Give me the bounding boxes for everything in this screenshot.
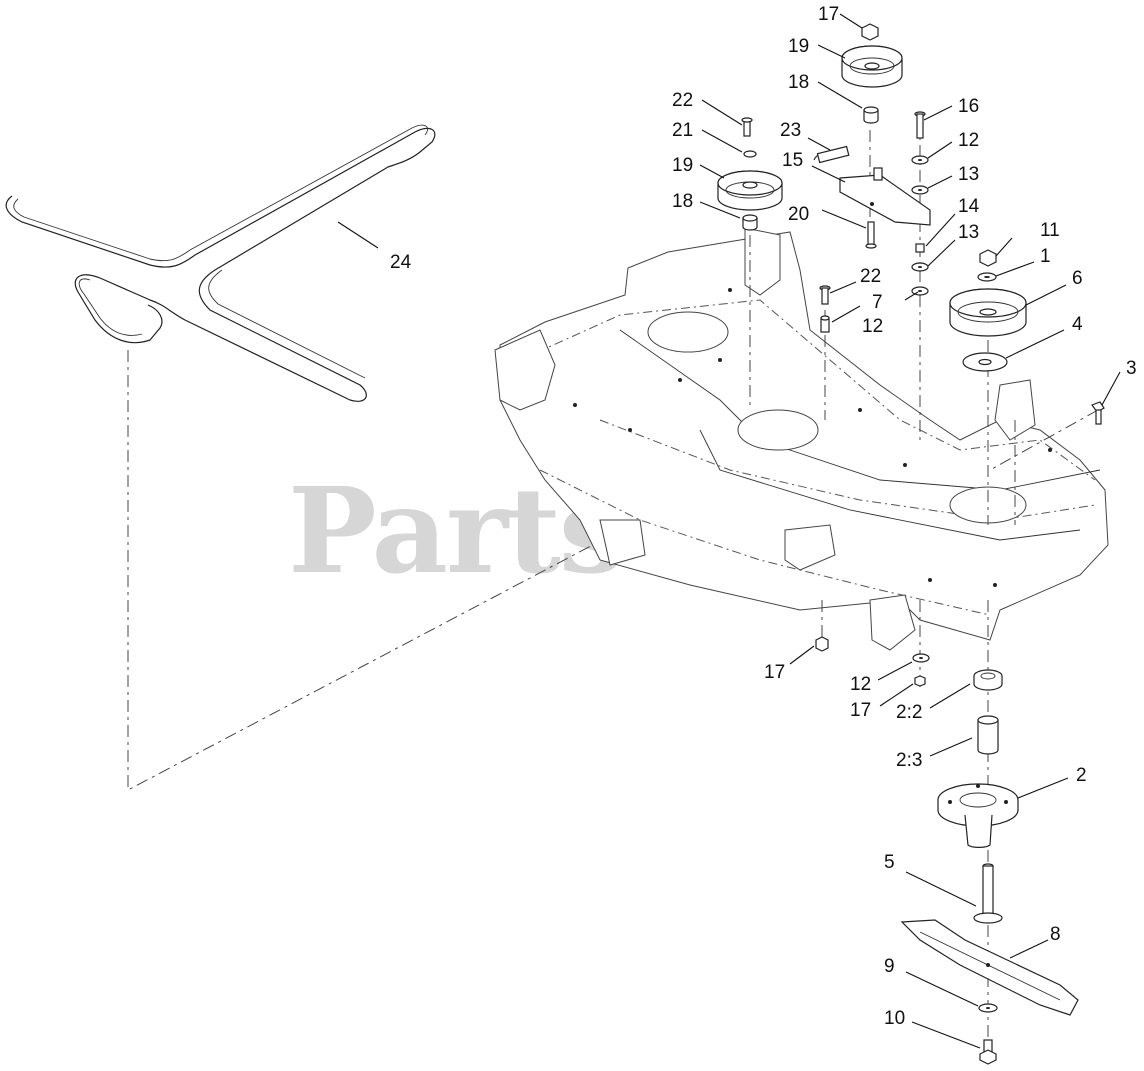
- callout-17-top: 17: [818, 4, 839, 25]
- washer-12-a[interactable]: [911, 155, 929, 165]
- callout-5: 5: [884, 852, 895, 873]
- callout-2-3: 2:3: [896, 750, 922, 771]
- callout-15: 15: [782, 150, 803, 171]
- spring-23[interactable]: [813, 145, 850, 164]
- callout-17-bottom: 17: [764, 662, 785, 683]
- callout-labels: 17 19 18 16 22 21 23 12 15 13 19 18 14 2…: [390, 4, 1137, 1029]
- callout-19-mid: 19: [672, 155, 693, 176]
- callout-18-top: 18: [788, 72, 809, 93]
- nut-11[interactable]: [979, 249, 997, 267]
- callout-12-c: 12: [850, 674, 871, 695]
- washer-9[interactable]: [978, 1003, 998, 1013]
- washer-12-c[interactable]: [912, 653, 930, 663]
- callout-2: 2: [1076, 765, 1087, 786]
- belt-24[interactable]: [5, 124, 436, 402]
- callout-14: 14: [958, 196, 980, 217]
- bearing-2-2[interactable]: [973, 669, 1003, 691]
- callout-6: 6: [1072, 268, 1083, 289]
- callout-3: 3: [1126, 358, 1137, 379]
- callout-13-a: 13: [958, 164, 979, 185]
- bolt-3[interactable]: [1091, 401, 1105, 425]
- callout-23: 23: [780, 120, 801, 141]
- callout-10: 10: [884, 1008, 905, 1029]
- leader-lines: [337, 13, 1121, 1049]
- callout-12-a: 12: [958, 130, 979, 151]
- bolt-22-mid[interactable]: [819, 285, 831, 305]
- blade-8[interactable]: [900, 919, 1079, 1016]
- callout-11: 11: [1040, 220, 1060, 241]
- sleeve-2-3[interactable]: [977, 715, 999, 755]
- callout-17-c: 17: [850, 700, 871, 721]
- axis-bolt-3: [989, 409, 1099, 471]
- callout-21: 21: [672, 120, 693, 141]
- bolt-20[interactable]: [865, 221, 877, 249]
- washer-13-a[interactable]: [911, 185, 929, 195]
- spindle-housing-2[interactable]: [937, 783, 1019, 849]
- bushing-14[interactable]: [915, 243, 925, 253]
- callout-13-b: 13: [958, 222, 979, 243]
- washer-13-b[interactable]: [911, 262, 929, 272]
- callout-8: 8: [1050, 924, 1061, 945]
- bolt-16[interactable]: [914, 111, 926, 139]
- idler-arm-15[interactable]: [839, 167, 931, 226]
- mower-deck[interactable]: [494, 227, 1109, 651]
- spindle-shaft-5[interactable]: [973, 863, 1003, 924]
- callout-20: 20: [788, 204, 809, 225]
- callout-7: 7: [872, 292, 883, 313]
- callout-22-top: 22: [672, 90, 693, 111]
- nut-17-bottom[interactable]: [815, 636, 829, 652]
- callout-22-mid: 22: [860, 266, 881, 287]
- callout-12-b: 12: [862, 316, 883, 337]
- spacer-7[interactable]: [820, 315, 830, 333]
- bolt-22-top[interactable]: [741, 117, 753, 137]
- pulley-6[interactable]: [949, 288, 1027, 337]
- spacer-18-top[interactable]: [863, 106, 879, 124]
- washer-4[interactable]: [962, 352, 1008, 372]
- belt-routing-line: [127, 350, 641, 791]
- callout-16: 16: [958, 96, 979, 117]
- callout-9: 9: [884, 956, 895, 977]
- idler-pulley-19-mid[interactable]: [717, 170, 783, 211]
- callout-19-top: 19: [788, 36, 809, 57]
- nut-17-c[interactable]: [914, 675, 926, 687]
- callout-2-2: 2:2: [896, 702, 922, 723]
- washer-21[interactable]: [743, 150, 757, 158]
- callout-1: 1: [1040, 246, 1051, 267]
- callout-18-mid: 18: [672, 191, 693, 212]
- callout-4: 4: [1072, 314, 1083, 335]
- washer-1[interactable]: [977, 272, 997, 282]
- bolt-10[interactable]: [979, 1039, 997, 1065]
- callout-24: 24: [390, 252, 412, 273]
- nut-17-top[interactable]: [861, 23, 879, 41]
- idler-pulley-19-top[interactable]: [841, 45, 903, 88]
- spacer-18-mid[interactable]: [742, 214, 758, 231]
